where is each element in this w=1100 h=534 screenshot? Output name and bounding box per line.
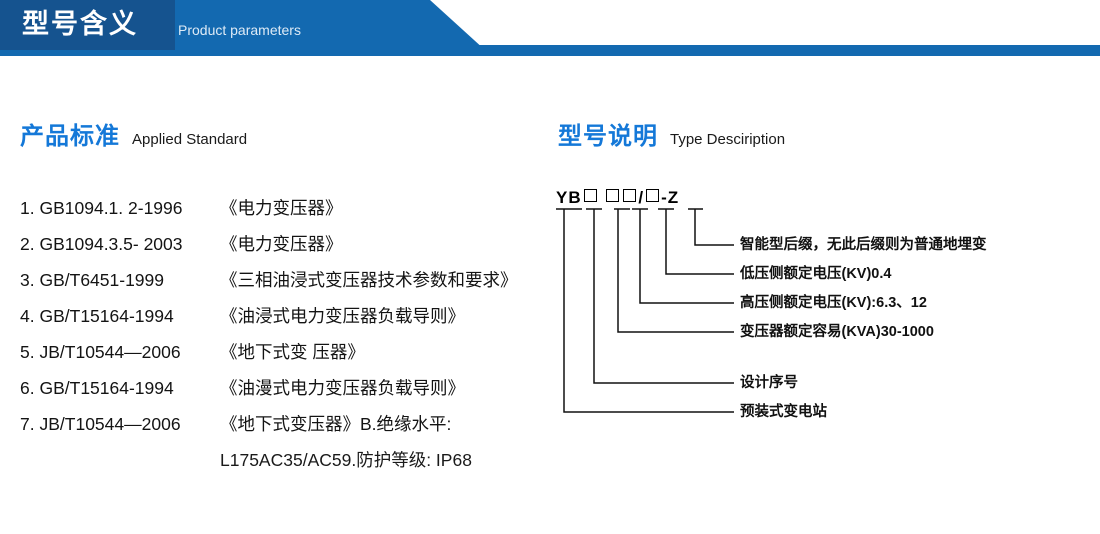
model-code-suffix: Z [667, 188, 680, 207]
section-heading-cn: 产品标准 [20, 123, 120, 150]
standard-item: 2. GB1094.3.5- 2003 《电力变压器》 [20, 226, 550, 262]
section-heading-cn: 型号说明 [558, 123, 658, 150]
model-code-diagram: YB /-Z 智能型后缀，无此后缀则为普通地埋变 低压侧额定电压(KV)0.4 [548, 188, 1088, 438]
standard-code: 1. GB1094.1. 2-1996 [20, 198, 183, 218]
standard-name: 《电力变压器》 [220, 234, 343, 254]
model-code-prefix: YB [556, 188, 582, 207]
model-label-design-serial-number: 设计序号 [740, 375, 798, 391]
banner-subtitle: Product parameters [178, 22, 301, 38]
model-code-dash: - [661, 188, 668, 207]
standard-code: 7. JB/T10544—2006 [20, 414, 181, 434]
standard-name: 《油浸式电力变压器负载导则》 [220, 306, 465, 326]
standard-name: 《油漫式电力变压器负载导则》 [220, 378, 465, 398]
standard-item: 6. GB/T15164-1994 《油漫式电力变压器负载导则》 [20, 370, 550, 406]
section-heading-type-description: 型号说明 Type Desciription [558, 116, 785, 151]
model-code-box-4 [646, 189, 660, 202]
model-label-hv-rated-voltage: 高压侧额定电压(KV):6.3、12 [740, 295, 927, 311]
banner-bottom-strip [0, 45, 1100, 56]
page-banner: 型号含义 Product parameters [0, 0, 1100, 56]
model-code-box-2 [606, 189, 620, 202]
standard-name: 《地下式变压器》B.绝缘水平: [220, 414, 452, 434]
applied-standards-list: 1. GB1094.1. 2-1996 《电力变压器》 2. GB1094.3.… [20, 190, 550, 478]
section-heading-en: Type Desciription [670, 131, 786, 148]
model-code-box-3 [623, 189, 637, 202]
banner-title-block [0, 0, 175, 50]
standard-name: 《地下式变 压器》 [220, 342, 365, 362]
standard-item: 4. GB/T15164-1994 《油浸式电力变压器负载导则》 [20, 298, 550, 334]
standard-code: 6. GB/T15164-1994 [20, 378, 174, 398]
section-heading-en: Applied Standard [132, 131, 248, 148]
standard-name: 《电力变压器》 [220, 198, 343, 218]
standard-code: 4. GB/T15164-1994 [20, 306, 174, 326]
standard-code: 5. JB/T10544—2006 [20, 342, 181, 362]
model-label-prefabricated-substation: 预装式变电站 [740, 404, 827, 420]
model-label-intelligent-suffix: 智能型后缀，无此后缀则为普通地埋变 [740, 237, 987, 253]
leader-lines [556, 208, 734, 413]
standard-item: 7. JB/T10544—2006 《地下式变压器》B.绝缘水平: [20, 406, 550, 442]
standard-code: 2. GB1094.3.5- 2003 [20, 234, 183, 254]
banner-title: 型号含义 [22, 9, 138, 39]
model-code-string: YB /-Z [556, 188, 679, 208]
model-code-box-1 [583, 189, 597, 202]
standard-name-continuation: L175AC35/AC59.防护等级: IP68 [220, 450, 472, 470]
model-label-lv-rated-voltage: 低压侧额定电压(KV)0.4 [740, 266, 892, 282]
standard-name: 《三相油浸式变压器技术参数和要求》 [220, 270, 518, 290]
section-heading-applied-standard: 产品标准 Applied Standard [20, 116, 247, 151]
model-code-slash: / [638, 188, 645, 207]
standard-item: 5. JB/T10544—2006 《地下式变 压器》 [20, 334, 550, 370]
standard-item: 3. GB/T6451-1999 《三相油浸式变压器技术参数和要求》 [20, 262, 550, 298]
standard-item: 1. GB1094.1. 2-1996 《电力变压器》 [20, 190, 550, 226]
model-label-rated-capacity: 变压器额定容易(KVA)30-1000 [740, 324, 934, 340]
standard-code: 3. GB/T6451-1999 [20, 270, 165, 290]
